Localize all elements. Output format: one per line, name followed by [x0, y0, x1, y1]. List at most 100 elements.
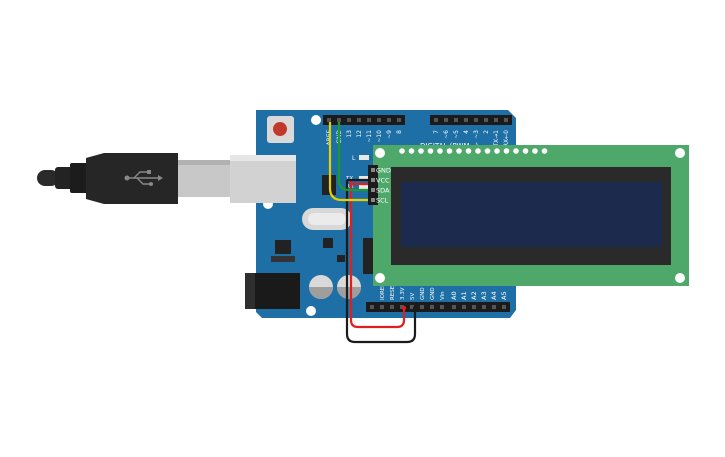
led-tx [359, 176, 369, 181]
wire-scl[interactable] [328, 122, 378, 202]
lcd-mounting-hole [375, 148, 385, 158]
i2c-pin[interactable] [371, 168, 375, 172]
header-pin[interactable] [444, 118, 448, 122]
lcd-mounting-hole [675, 148, 685, 158]
mounting-hole [306, 306, 316, 316]
digital-pin-label: 13 [346, 130, 353, 138]
lcd-pin [541, 148, 548, 154]
analog-pin-label: A2 [470, 291, 478, 300]
usb-cable[interactable] [37, 153, 234, 204]
usb-receptacle [230, 155, 296, 203]
header-pin[interactable] [482, 305, 486, 309]
header-pin[interactable] [380, 305, 384, 309]
header-pin[interactable] [440, 305, 444, 309]
digital-pin-label: ~3 [473, 130, 480, 139]
lcd-pin [427, 148, 434, 154]
header-pin[interactable] [472, 305, 476, 309]
header-pin[interactable] [400, 305, 404, 309]
digital-pin-label: 8 [396, 130, 403, 134]
i2c-pin[interactable] [371, 178, 375, 182]
mounting-hole [311, 115, 321, 125]
i2c-pin[interactable] [371, 198, 375, 202]
analog-pin-label: A0 [450, 291, 458, 300]
header-pin[interactable] [484, 118, 488, 122]
header-pin[interactable] [347, 118, 351, 122]
usb-cable-strain-relief [55, 167, 73, 189]
header-socket [430, 115, 512, 125]
lcd-pin [465, 148, 472, 154]
usb-cable-collar [70, 163, 88, 193]
digital-pin-label: 12 [356, 130, 363, 138]
power-pin-label: 5V [410, 293, 416, 300]
atmega-chip-edge [363, 238, 375, 274]
lcd-mounting-hole [675, 273, 685, 283]
header-pin[interactable] [434, 118, 438, 122]
i2c-pin-label-gnd: GND [376, 167, 391, 175]
header-pin[interactable] [377, 118, 381, 122]
digital-pin-label: 7 [433, 130, 440, 134]
header-pin[interactable] [464, 118, 468, 122]
header-pin[interactable] [337, 118, 341, 122]
lcd-pin [446, 148, 453, 154]
digital-pin-label: ~9 [386, 130, 393, 139]
header-socket [323, 115, 405, 125]
i2c-pin-label-vcc: VCC [376, 177, 390, 185]
lcd-pin [399, 148, 405, 154]
digital-pin-label: 4 [463, 130, 470, 134]
analog-pin-label: A3 [480, 291, 488, 300]
header-pin[interactable] [367, 118, 371, 122]
header-pin[interactable] [327, 118, 331, 122]
header-pin[interactable] [462, 305, 466, 309]
header-pin[interactable] [454, 118, 458, 122]
digital-pin-label: 2 [483, 130, 490, 134]
usb-plug-metal [178, 160, 234, 197]
header-pin[interactable] [420, 305, 424, 309]
wire-5v[interactable] [349, 180, 406, 329]
header-pin[interactable] [494, 118, 498, 122]
power-pin-label: GND [420, 287, 426, 300]
digital-pin-label: ~10 [376, 130, 383, 143]
wire-gnd[interactable] [345, 180, 417, 344]
lcd-top-pin-row [399, 148, 548, 154]
header-pin[interactable] [492, 305, 496, 309]
lcd-pin [522, 148, 529, 154]
lcd-pin [408, 148, 415, 154]
i2c-pin-label-sda: SDA [376, 187, 390, 195]
header-pin[interactable] [387, 118, 391, 122]
header-pin[interactable] [397, 118, 401, 122]
lcd-pin [456, 148, 462, 154]
header-pin[interactable] [504, 118, 508, 122]
lcd-pin [484, 148, 491, 154]
analog-pin-label: A5 [500, 291, 508, 300]
lcd-pin [532, 148, 538, 154]
lcd-pin [503, 148, 510, 154]
header-pin[interactable] [452, 305, 456, 309]
header-pin[interactable] [390, 305, 394, 309]
usb-icon [124, 170, 163, 186]
digital-pin-label: TX→1 [493, 130, 500, 148]
header-pin[interactable] [410, 305, 414, 309]
reset-button-cap[interactable] [273, 122, 287, 136]
header-pin[interactable] [430, 305, 434, 309]
lcd-pin [437, 148, 443, 154]
digital-pin-label: ~6 [443, 130, 450, 139]
header-pin[interactable] [502, 305, 506, 309]
wire-sda[interactable] [337, 122, 378, 192]
header-pin[interactable] [474, 118, 478, 122]
analog-pin-label: A1 [460, 291, 468, 300]
smd-chip [323, 238, 333, 248]
header-pin[interactable] [357, 118, 361, 122]
i2c-pin[interactable] [371, 188, 375, 192]
power-pin-label: RESET [390, 282, 396, 300]
power-pin-label: IOREF [380, 284, 386, 300]
power-pin-label: 3.3V [400, 287, 406, 300]
led-l-label: L [352, 155, 356, 162]
lcd-mounting-hole [375, 273, 385, 283]
digital-pin-label: ~5 [453, 130, 460, 139]
header-pin[interactable] [370, 305, 374, 309]
analog-pin-label: A4 [490, 291, 498, 300]
